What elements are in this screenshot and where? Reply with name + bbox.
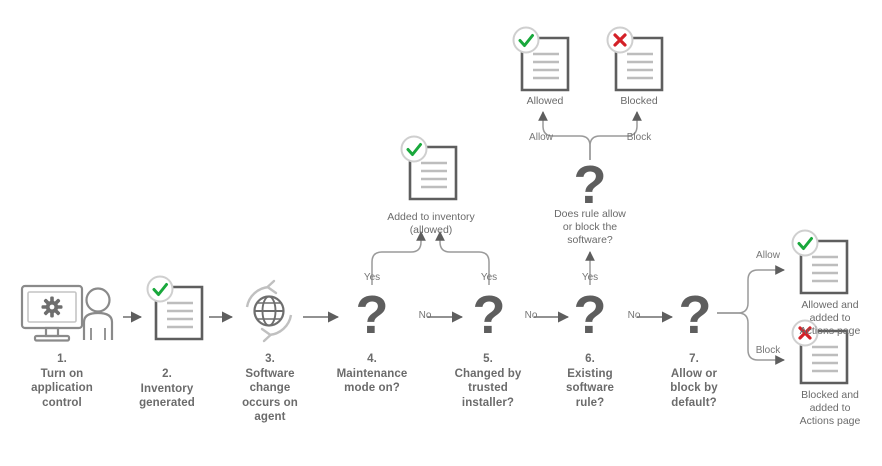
step-number-5: 5.: [483, 353, 493, 365]
globe-refresh-icon: [245, 279, 293, 343]
step-number-3: 3.: [265, 353, 275, 365]
edge-label-step7-block: Block: [755, 345, 781, 356]
document-blocked-icon-top: [606, 26, 664, 92]
question-mark-icon-rule: ?: [573, 155, 607, 215]
document-allowed-icon-step2: [146, 275, 204, 341]
edge-label-step6-no: No: [627, 310, 641, 321]
edge-label-rule-allow: Allow: [529, 132, 553, 143]
edge-label-rule-block: Block: [626, 132, 652, 143]
document-allowed-icon-actions: [791, 229, 849, 295]
step-number-2: 2.: [162, 368, 172, 380]
step-number-1: 1.: [57, 353, 67, 365]
question-mark-icon-step5: ?: [472, 285, 506, 345]
document-allowed-icon-inventory: [400, 135, 458, 201]
outcome-label-blocked: Blocked: [620, 95, 658, 107]
step-number-7: 7.: [689, 353, 699, 365]
edge-label-step5-yes: Yes: [480, 272, 498, 283]
edge-label-step5-no: No: [524, 310, 538, 321]
edge-label-step7-allow: Allow: [756, 250, 780, 261]
edge-label-step6-yes: Yes: [581, 272, 599, 283]
step-number-4: 4.: [367, 353, 377, 365]
edge-label-step4-no: No: [418, 310, 432, 321]
outcome-label-allowed: Allowed: [526, 95, 564, 107]
step-number-6: 6.: [585, 353, 595, 365]
monitor-user-icon: [20, 284, 114, 342]
question-mark-icon-step7: ?: [678, 285, 712, 345]
edge-label-step4-yes: Yes: [363, 272, 381, 283]
outcome-label-inventory: Added to inventory(allowed): [387, 211, 475, 236]
question-mark-icon-step6: ?: [573, 285, 607, 345]
document-allowed-icon-top: [512, 26, 570, 92]
question-mark-icon-step4: ?: [355, 285, 389, 345]
